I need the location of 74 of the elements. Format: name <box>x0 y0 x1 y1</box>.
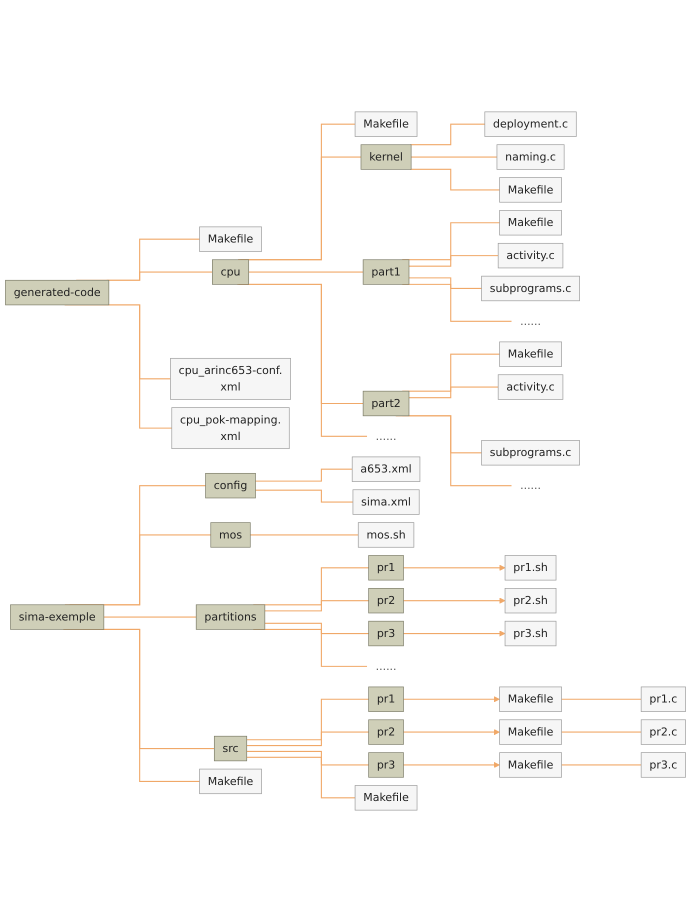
node-box: pr3.sh <box>504 620 556 646</box>
node-box: Makefile <box>199 226 262 252</box>
node-box: pr2 <box>368 588 404 614</box>
node-box: sima.xml <box>352 489 420 515</box>
node-box: activity.c <box>498 374 564 400</box>
connector <box>410 124 486 146</box>
node-box: src <box>214 736 248 762</box>
connector <box>562 732 642 733</box>
node-box: mos <box>210 522 251 548</box>
node-box: part2 <box>362 390 410 416</box>
connector <box>246 732 370 746</box>
node-box: pr1 <box>368 555 404 580</box>
node-text: ...... <box>376 660 397 673</box>
arrow <box>404 564 506 571</box>
node-box: Makefile <box>199 768 262 794</box>
node-box: Makefile <box>499 177 562 203</box>
node-box: generated-code <box>5 280 110 306</box>
node-box: Makefile <box>499 686 562 712</box>
connector <box>248 272 364 273</box>
node-box: a653.xml <box>352 456 420 482</box>
node-box: subprograms.c <box>481 440 580 466</box>
node-box: subprograms.c <box>481 276 580 302</box>
connector <box>106 272 213 281</box>
connector <box>246 756 356 798</box>
node-box: pr2 <box>368 719 404 745</box>
node-box: cpu <box>212 259 250 285</box>
connector <box>246 698 370 740</box>
arrow <box>404 598 506 604</box>
node-box: Makefile <box>499 210 562 236</box>
node-box: cpu_pok-mapping. xml <box>171 407 290 450</box>
node-box: Makefile <box>499 752 562 778</box>
arrow <box>404 696 500 702</box>
connector <box>409 255 499 267</box>
arrow <box>404 762 500 768</box>
connector <box>410 168 500 190</box>
node-box: cpu_arinc653-conf. xml <box>170 358 291 400</box>
node-box: Makefile <box>354 112 418 137</box>
node-box: pr3.c <box>640 752 686 778</box>
node-box: pr1.sh <box>504 555 556 580</box>
node-box: kernel <box>360 144 412 170</box>
node-box: part1 <box>362 259 410 285</box>
node-box: pr3 <box>368 752 404 778</box>
node-text: ...... <box>520 478 541 492</box>
connector <box>256 468 353 482</box>
node-box: pr3 <box>368 620 404 646</box>
node-box: naming.c <box>496 144 564 170</box>
connector <box>264 622 370 634</box>
connector <box>250 534 359 536</box>
node-box: deployment.c <box>484 112 577 137</box>
node-box: Makefile <box>499 719 562 745</box>
connector <box>409 386 499 398</box>
connector <box>411 156 498 158</box>
connector <box>562 764 642 766</box>
node-text: ...... <box>376 430 397 443</box>
connector <box>409 277 482 290</box>
node-box: pr1 <box>368 686 404 712</box>
connector <box>562 698 642 700</box>
arrow <box>404 729 500 736</box>
arrow <box>404 630 506 637</box>
node-box: pr1.c <box>640 686 686 712</box>
connector <box>264 600 370 612</box>
node-box: Makefile <box>499 342 562 367</box>
node-box: mos.sh <box>358 522 414 548</box>
node-box: sima-exemple <box>10 604 104 630</box>
node-box: config <box>205 472 256 498</box>
node-box: pr2.c <box>640 719 686 745</box>
node-box: Makefile <box>354 785 418 810</box>
node-box: partitions <box>196 604 266 630</box>
connector <box>256 490 354 503</box>
connector <box>246 750 370 766</box>
node-text: ...... <box>520 314 541 328</box>
node-box: activity.c <box>498 242 564 268</box>
node-box: pr2.sh <box>504 588 556 614</box>
connector <box>104 616 197 618</box>
